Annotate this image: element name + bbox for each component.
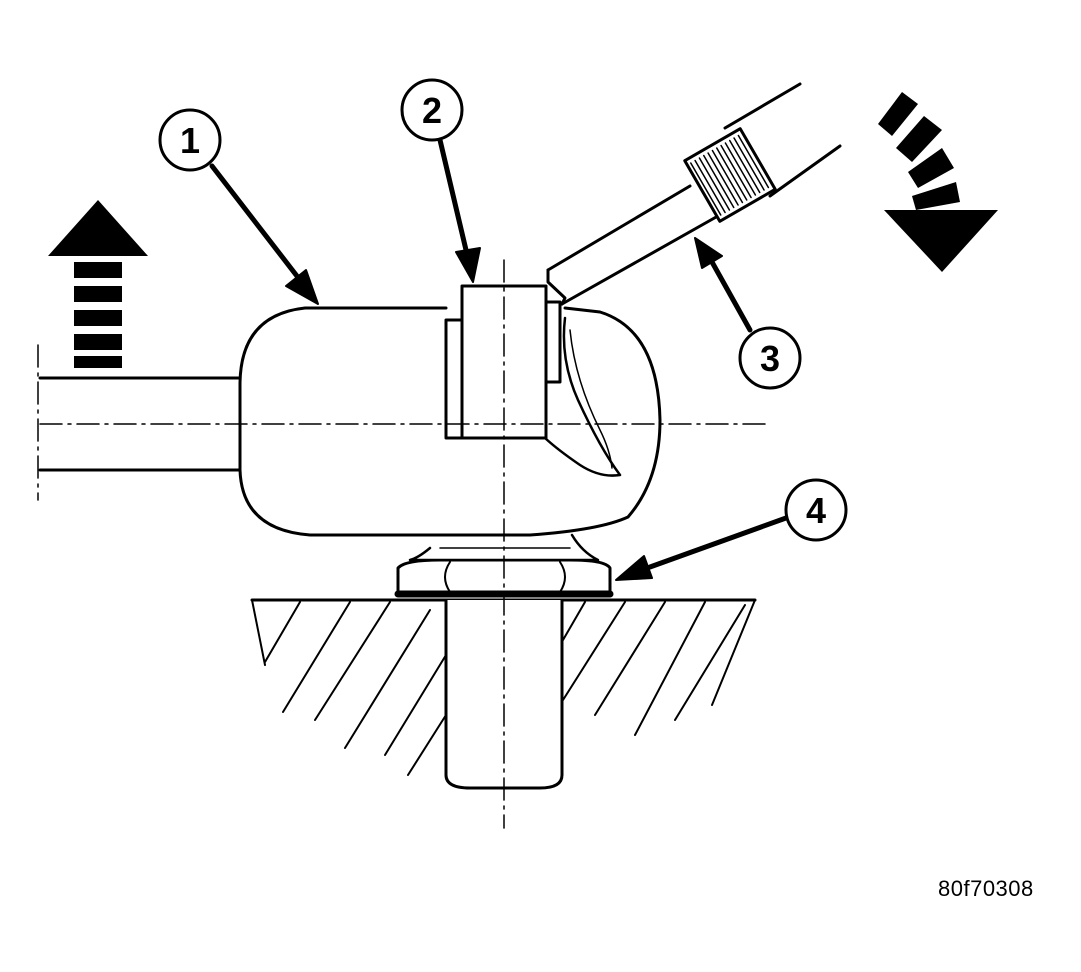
hatch-lines (264, 601, 746, 776)
callout-1-label: 1 (180, 120, 200, 161)
callout-1: 1 (158, 108, 222, 172)
knurled-collar (683, 127, 777, 223)
callout-2-label: 2 (422, 90, 442, 131)
callout-4-label: 4 (806, 490, 826, 531)
callout-4: 4 (784, 478, 848, 542)
remover-tool (444, 284, 562, 440)
callout-3: 3 (738, 326, 802, 390)
leader-lines (209, 137, 789, 581)
callout-3-label: 3 (760, 338, 780, 379)
tie-rod-shaft (38, 376, 244, 472)
figure-code: 80f70308 (938, 876, 1034, 901)
callout-2: 2 (400, 78, 464, 142)
steering-knuckle-stud (444, 598, 564, 790)
wrench-handle (546, 82, 842, 306)
ground-surface (250, 598, 757, 776)
arrow-up-dashed-icon (48, 200, 148, 368)
arrow-curved-down-right-icon (878, 92, 998, 272)
center-lines (37, 259, 766, 829)
